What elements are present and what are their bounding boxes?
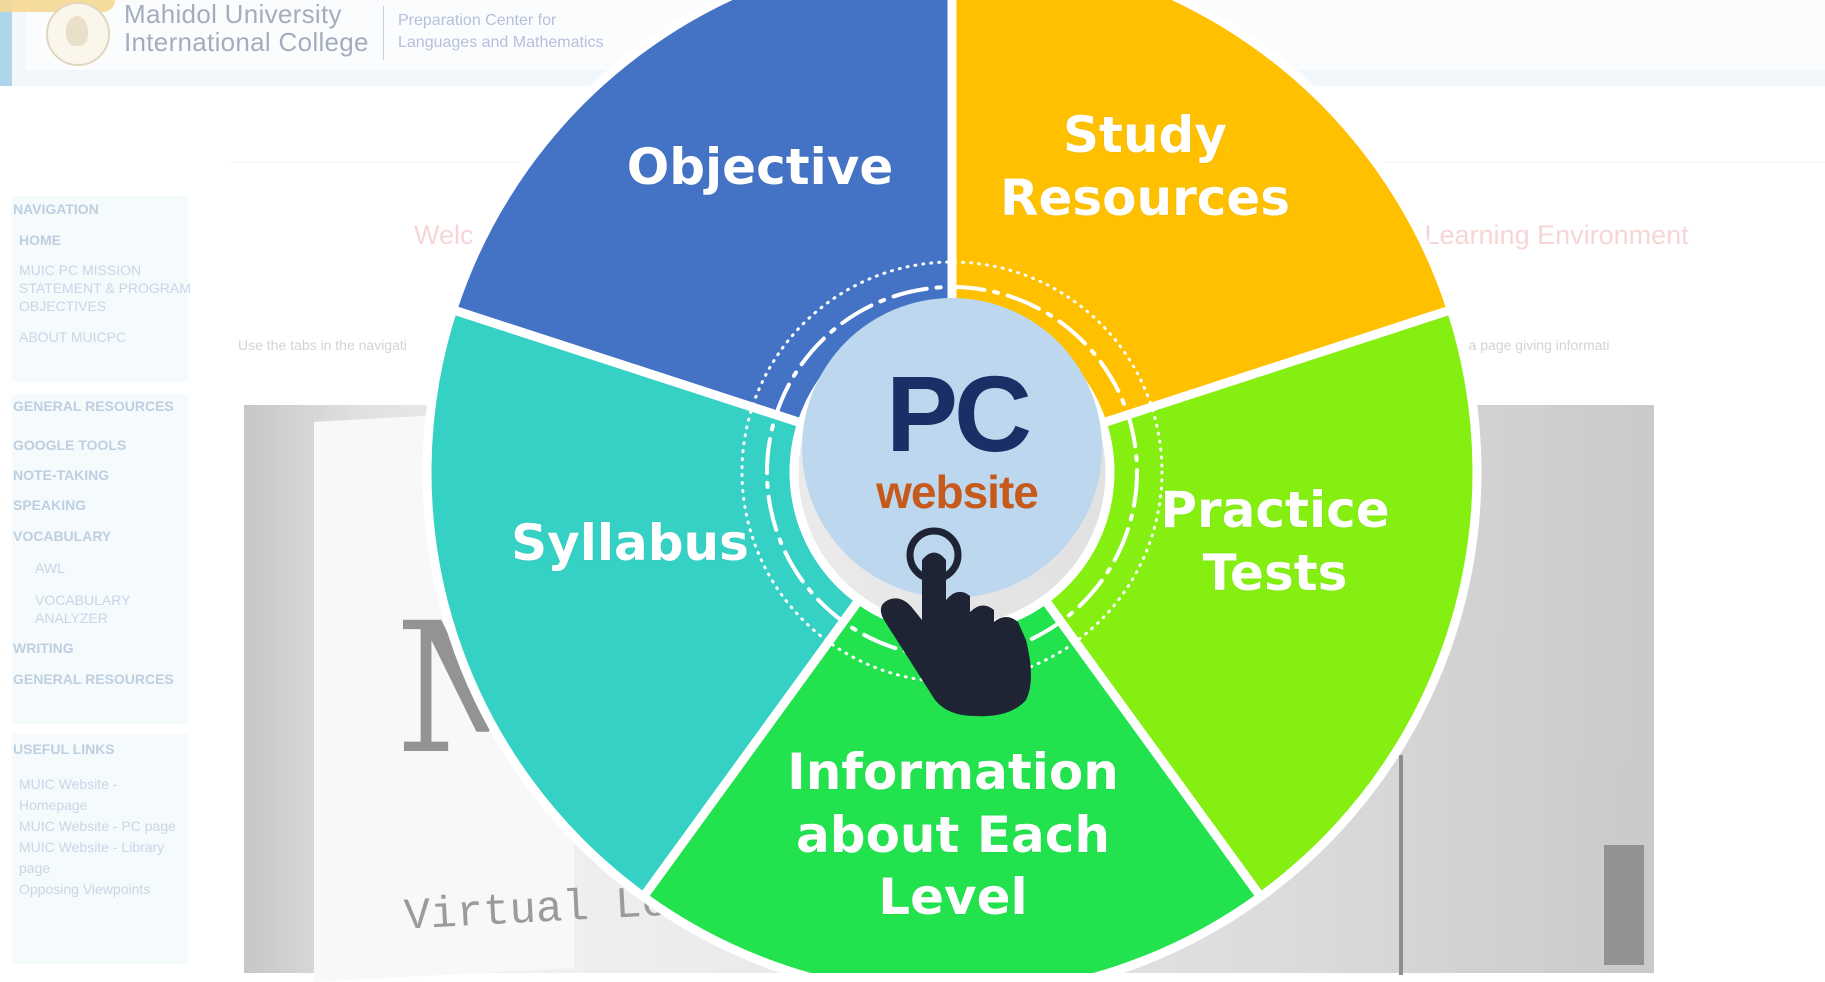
sidebar-navigation-heading: NAVIGATION (13, 201, 99, 217)
sidebar-useful-links-heading: USEFUL LINKS (13, 741, 115, 757)
sidebar-item-writing[interactable]: WRITING (13, 640, 74, 656)
photo-podium (1604, 845, 1644, 965)
segment-label-objective[interactable]: Objective (626, 138, 894, 196)
sidebar-link-opposing-viewpoints[interactable]: Opposing Viewpoints (19, 881, 151, 897)
sidebar-item-analyzer-line1[interactable]: VOCABULARY (35, 592, 131, 608)
sidebar-link-library-line1[interactable]: MUIC Website - Library (19, 839, 165, 855)
sidebar-link-homepage-line1[interactable]: MUIC Website - (19, 776, 118, 792)
segment-label-study-resources[interactable]: Study Resources (999, 106, 1291, 227)
segment-label-practice-tests[interactable]: Practice Tests (1160, 481, 1390, 602)
header-divider (383, 6, 384, 60)
center-name-line2: Languages and Mathematics (398, 34, 604, 51)
sidebar-item-mission-line2[interactable]: STATEMENT & PROGRAM (19, 280, 191, 296)
sidebar-link-pc-page[interactable]: MUIC Website - PC page (19, 818, 176, 834)
photo-microphone-stand (1399, 755, 1403, 975)
sidebar-item-speaking[interactable]: SPEAKING (13, 497, 87, 513)
hub-subtitle: website (876, 466, 1039, 518)
sidebar-resources-panel (12, 394, 188, 724)
sidebar-item-mission-line1[interactable]: MUIC PC MISSION (19, 262, 142, 278)
segment-practice-tests[interactable] (1040, 305, 1482, 902)
sidebar-links-panel (12, 734, 188, 964)
sidebar-item-analyzer-line2[interactable]: ANALYZER (35, 610, 108, 626)
university-name-line1: Mahidol University (124, 0, 342, 29)
sidebar-general-resources-heading[interactable]: GENERAL RESOURCES (13, 398, 174, 414)
sidebar-item-vocabulary[interactable]: VOCABULARY (13, 528, 112, 544)
sidebar-item-general-resources[interactable]: GENERAL RESOURCES (13, 671, 174, 687)
sidebar-item-google-tools[interactable]: GOOGLE TOOLS (13, 437, 127, 453)
header-accent (0, 0, 12, 86)
hand-pointer-icon (880, 527, 1031, 717)
sidebar-link-library-line2[interactable]: page (19, 860, 51, 876)
sidebar-link-homepage-line2[interactable]: Homepage (19, 797, 88, 813)
welcome-heading-left: Welc (414, 220, 474, 250)
sidebar-item-awl[interactable]: AWL (35, 560, 65, 576)
pc-website-hub[interactable] (802, 298, 1102, 598)
sidebar-item-mission-line3[interactable]: OBJECTIVES (19, 298, 107, 314)
hub-title: PC (885, 353, 1032, 474)
university-name[interactable]: Mahidol University International College (124, 0, 369, 56)
sidebar-navigation-panel (12, 196, 188, 382)
welcome-heading-right: l Learning Environment (1411, 220, 1689, 250)
sidebar-item-about[interactable]: ABOUT MUICPC (19, 329, 127, 345)
segment-label-information-about-each-level[interactable]: Information about Each Level (787, 743, 1119, 926)
sidebar-item-home[interactable]: HOME (19, 232, 61, 248)
intro-text-left: Use the tabs in the navigati (238, 337, 407, 353)
center-name-line1: Preparation Center for (398, 12, 557, 29)
university-name-line2: International College (124, 27, 369, 57)
segment-label-syllabus[interactable]: Syllabus (511, 514, 749, 572)
sidebar-item-note-taking[interactable]: NOTE-TAKING (13, 467, 110, 483)
segment-syllabus[interactable] (422, 305, 864, 902)
center-name: Preparation Center for Languages and Mat… (398, 10, 603, 54)
university-seal-logo[interactable] (46, 2, 110, 66)
